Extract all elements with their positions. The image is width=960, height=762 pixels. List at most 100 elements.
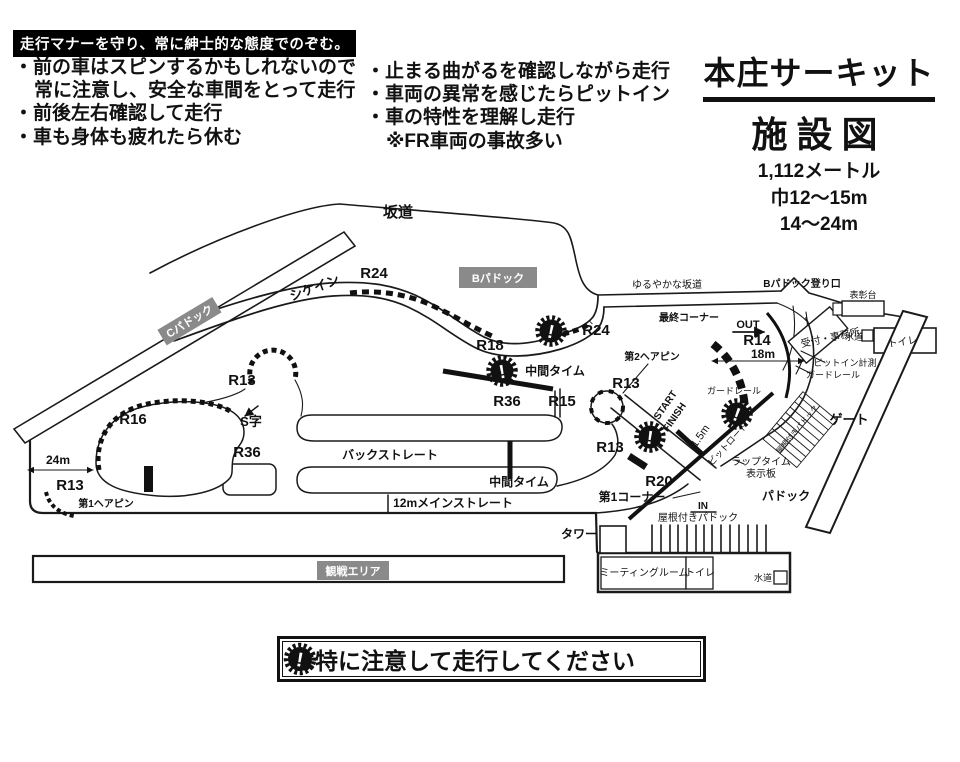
r24-east-label: R24	[582, 322, 610, 339]
track-edge-chicane-outer	[167, 281, 599, 345]
south-boundary	[28, 439, 599, 554]
legend-warning-icon: !	[283, 642, 317, 676]
lap-time-label-1: ラップタイム	[731, 456, 791, 468]
meeting-room-building	[600, 556, 687, 590]
kerb-hairpin2	[589, 389, 625, 425]
warning-glyph: !	[545, 322, 556, 344]
water-north-tap	[861, 329, 874, 342]
podium-annex	[832, 302, 843, 316]
infield-island-upper	[296, 414, 563, 442]
manner-banner: 走行マナーを守り、常に紳士的な態度でのぞむ。	[13, 30, 357, 57]
warning-glyph: !	[645, 428, 654, 450]
spectator-strip	[31, 554, 566, 584]
pit-in-measure-label: ピットイン計測	[813, 357, 876, 368]
out-label: OUT	[736, 319, 760, 331]
r20-marker-bar	[627, 453, 648, 470]
infield-building	[144, 466, 153, 492]
gentle-slope-road	[597, 290, 782, 308]
tower-label: タワー	[561, 527, 597, 541]
s-curve-label: S字	[240, 414, 262, 429]
roofed-paddock-south-label: 屋根付きパドック	[658, 511, 738, 524]
warning-circle	[288, 647, 312, 671]
b-paddock-entry-label: Bパドック登り口	[763, 277, 841, 290]
corner1-label: 第1コーナー	[599, 489, 666, 504]
roofed-paddock-diag-label: 屋根付きパドック	[774, 403, 820, 456]
kerb-r24-east	[562, 320, 593, 337]
final-corner-label: 最終コーナー	[659, 311, 719, 324]
hatch-lines	[762, 391, 838, 468]
guardrail-west-label: ガードレール	[707, 386, 761, 396]
r36-east-label: R36	[493, 393, 521, 410]
note-line: ・車両の異常を感じたらピットイン	[366, 84, 671, 106]
note-line: ・車も身体も疲れたら休む	[14, 126, 243, 148]
caution-legend-box: ! は特に注意して走行してください	[277, 636, 706, 682]
infield-island-lower	[296, 466, 558, 494]
kerb-r16	[95, 398, 232, 471]
gate-label: ゲート	[829, 412, 868, 427]
note-line: ・前後左右確認して走行	[14, 103, 223, 125]
r16-loop	[95, 400, 245, 498]
hill-boundary	[149, 203, 599, 296]
corner1-edges	[556, 423, 689, 514]
toilet-south-building	[685, 556, 714, 590]
water-south-label: 水道	[754, 572, 772, 583]
gate-road	[804, 309, 929, 535]
s-curve-arrow	[244, 405, 259, 417]
r24-chicane-label: R24	[360, 265, 388, 282]
podium-label: 表彰台	[849, 289, 876, 300]
note-line: ・車の特性を理解し走行	[366, 107, 576, 129]
warning-icon: !	[635, 422, 665, 452]
water-south-tap	[773, 570, 788, 585]
note-line: ・止まる曲がるを確認しながら走行	[366, 61, 671, 82]
back-straight-label: バックストレート	[342, 448, 438, 462]
podium-building	[841, 300, 885, 317]
guardrail-curve	[765, 312, 792, 399]
circuit-title: 本庄サーキット	[703, 48, 935, 102]
mid-time-south-label: 中間タイム	[489, 474, 549, 489]
kerb-r13-northwest	[247, 347, 299, 385]
r13-northwest-label: R13	[228, 372, 256, 389]
b-paddock-box	[459, 267, 537, 288]
r18-label: R18	[476, 337, 504, 354]
r15-label: R15	[548, 393, 576, 410]
tower-building	[599, 525, 627, 554]
paddock-label: パドック	[762, 489, 810, 503]
warning-glyph: !	[497, 362, 507, 384]
note-line: 常に注意し、安全な車間をとって走行	[33, 80, 356, 102]
r20-label: R20	[645, 473, 673, 490]
roofed-paddock-bars-east	[711, 524, 767, 554]
r14-label: R14	[743, 332, 771, 349]
hairpin1-label: 第1ヘアピン	[78, 497, 134, 510]
kerb-chicane	[349, 289, 494, 339]
course-length: 1,112メートル	[757, 161, 881, 182]
dist-1-5m-label: 1.5m	[689, 423, 713, 450]
main-straight-label: 12mメインストレート	[393, 496, 513, 510]
kerb-hairpin1	[44, 491, 75, 518]
toilet-south-label: トイレ	[685, 568, 715, 579]
r13-southwest-label: R13	[56, 477, 84, 494]
r15-gate-lines	[554, 388, 561, 418]
spectator-area-label: 観戦エリア	[326, 564, 381, 578]
guardrail-east-label: ガードレール	[806, 370, 860, 380]
r13-hairpin2-label: R13	[612, 375, 640, 392]
caution-legend-text: は特に注意して走行してください	[292, 648, 635, 674]
safety-notes-left: ・前の車はスピンするかもしれないので 常に注意し、安全な車間をとって走行 ・前後…	[14, 56, 356, 149]
south-building-row	[596, 551, 792, 594]
spectator-area-box	[317, 561, 389, 580]
roofed-paddock-bars-west	[651, 524, 705, 554]
water-north-label: 水道	[845, 331, 863, 342]
note-line: ※FR車両の事故多い	[385, 130, 563, 152]
hairpin2-label: 第2ヘアピン	[624, 350, 680, 363]
warning-icon: !	[486, 355, 517, 386]
warning-icon: !	[720, 397, 755, 432]
warning-icon: !	[535, 315, 567, 347]
slope-label: 坂道	[383, 203, 413, 221]
roofed-paddock-hatch	[762, 391, 838, 468]
gentle-slope-label: ゆるやかな坂道	[632, 278, 702, 291]
track-edge-chicane-inner	[173, 294, 605, 357]
meeting-room-label: ミーティングルーム	[599, 566, 688, 579]
corner1-leader	[672, 491, 701, 499]
label-leader-lines	[622, 350, 825, 465]
